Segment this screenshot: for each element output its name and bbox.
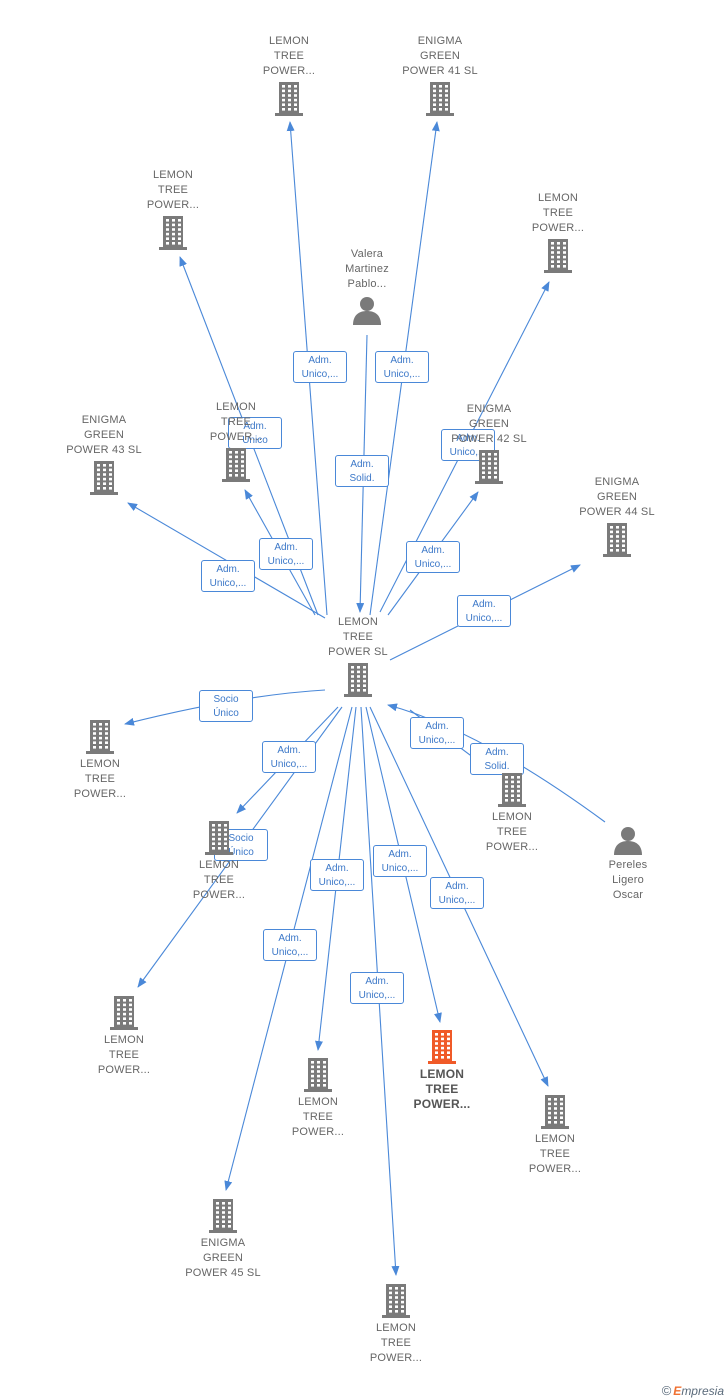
node-label: ENIGMA GREEN POWER 45 SL xyxy=(185,1237,261,1279)
company-node[interactable]: ENIGMA GREEN POWER 43 SL xyxy=(49,413,159,498)
company-node[interactable]: LEMON TREE POWER... xyxy=(263,1055,373,1140)
node-label: ENIGMA GREEN POWER 43 SL xyxy=(66,414,142,456)
edge-label[interactable]: Adm. Unico,... xyxy=(263,929,317,961)
building-icon xyxy=(544,239,572,273)
node-label: LEMON TREE POWER... xyxy=(209,401,263,443)
building-icon xyxy=(205,821,233,855)
edge-label[interactable]: Adm. Solid. xyxy=(470,743,524,775)
node-label: ENIGMA GREEN POWER 41 SL xyxy=(402,35,478,77)
building-icon xyxy=(209,1199,237,1233)
building-icon xyxy=(159,216,187,250)
node-label: ENIGMA GREEN POWER 42 SL xyxy=(451,403,527,445)
node-label: Pereles Ligero Oscar xyxy=(608,859,648,901)
building-icon xyxy=(344,663,372,697)
company-node[interactable]: ENIGMA GREEN POWER 42 SL xyxy=(444,402,534,487)
node-label: LEMON TREE POWER... xyxy=(97,1034,151,1076)
building-icon xyxy=(110,996,138,1030)
company-node[interactable]: LEMON TREE POWER... xyxy=(387,1027,497,1112)
node-label: LEMON TREE POWER... xyxy=(369,1322,423,1364)
edge-label[interactable]: Adm. Unico,... xyxy=(310,859,364,891)
node-label: LEMON TREE POWER... xyxy=(73,758,127,800)
building-icon xyxy=(475,450,503,484)
node-label: LEMON TREE POWER... xyxy=(291,1096,345,1138)
company-node[interactable]: LEMON TREE POWER... xyxy=(45,717,155,802)
building-icon xyxy=(304,1058,332,1092)
edge-label[interactable]: Adm. Unico xyxy=(228,417,282,449)
company-node[interactable]: LEMON TREE POWER SL xyxy=(323,615,393,700)
node-label: LEMON TREE POWER... xyxy=(146,169,200,211)
node-label: LEMON TREE POWER... xyxy=(192,859,246,901)
node-label: LEMON TREE POWER... xyxy=(528,1133,582,1175)
edge-label[interactable]: Adm. Unico,... xyxy=(201,560,255,592)
building-icon xyxy=(498,773,526,807)
building-icon xyxy=(222,448,250,482)
node-label: LEMON TREE POWER... xyxy=(413,1067,471,1111)
edge-label[interactable]: Adm. Unico,... xyxy=(350,972,404,1004)
company-node[interactable]: ENIGMA GREEN POWER 45 SL xyxy=(168,1196,278,1281)
edge-label[interactable]: Adm. Solid. xyxy=(335,455,389,487)
building-icon xyxy=(426,82,454,116)
building-icon xyxy=(90,461,118,495)
person-node[interactable]: Pereles Ligero Oscar xyxy=(573,822,683,903)
node-label: ENIGMA GREEN POWER 44 SL xyxy=(579,476,655,518)
building-icon xyxy=(541,1095,569,1129)
company-node[interactable]: ENIGMA GREEN POWER 41 SL xyxy=(385,34,495,119)
company-node[interactable]: LEMON TREE POWER... xyxy=(69,993,179,1078)
building-icon xyxy=(603,523,631,557)
company-node[interactable]: LEMON TREE POWER... xyxy=(181,400,291,485)
building-icon xyxy=(382,1284,410,1318)
node-label: LEMON TREE POWER... xyxy=(262,35,316,77)
company-node[interactable]: ENIGMA GREEN POWER 44 SL xyxy=(562,475,672,560)
brand-initial: E xyxy=(673,1384,682,1398)
edge-label[interactable]: Adm. Unico,... xyxy=(375,351,429,383)
edge-label[interactable]: Adm. Unico,... xyxy=(373,845,427,877)
empresia-brand: ©Empresia xyxy=(662,1383,724,1398)
brand-name: mpresia xyxy=(681,1384,724,1398)
company-node[interactable]: LEMON TREE POWER... xyxy=(503,191,613,276)
building-icon xyxy=(275,82,303,116)
building-icon xyxy=(428,1030,456,1064)
edge-label[interactable]: Socio Único xyxy=(199,690,253,722)
building-icon xyxy=(86,720,114,754)
person-node[interactable]: Valera Martinez Pablo... xyxy=(312,247,422,328)
node-label: Valera Martinez Pablo... xyxy=(345,248,389,290)
edge-label[interactable]: Adm. Unico,... xyxy=(262,741,316,773)
node-label: LEMON TREE POWER... xyxy=(531,192,585,234)
copyright-symbol: © xyxy=(661,1383,672,1398)
node-label: LEMON TREE POWER... xyxy=(485,811,539,853)
company-node[interactable]: LEMON TREE POWER... xyxy=(500,1092,610,1177)
company-node[interactable]: LEMON TREE POWER... xyxy=(234,34,344,119)
node-label: LEMON TREE POWER SL xyxy=(328,616,388,658)
edge-label[interactable]: Adm. Unico,... xyxy=(457,595,511,627)
person-icon xyxy=(614,827,642,855)
person-icon xyxy=(353,297,381,325)
edge-label[interactable]: Adm. Unico,... xyxy=(293,351,347,383)
company-node[interactable]: LEMON TREE POWER... xyxy=(457,770,567,855)
company-node[interactable]: LEMON TREE POWER... xyxy=(118,168,228,253)
edge-label[interactable]: Adm. Unico,... xyxy=(410,717,464,749)
edge-label[interactable]: Adm. Unico,... xyxy=(259,538,313,570)
edge-label[interactable]: Adm. Unico,... xyxy=(406,541,460,573)
edge-label[interactable]: Adm. Unico,... xyxy=(430,877,484,909)
company-node[interactable]: LEMON TREE POWER... xyxy=(341,1281,451,1366)
company-node[interactable]: LEMON TREE POWER... xyxy=(164,818,274,903)
